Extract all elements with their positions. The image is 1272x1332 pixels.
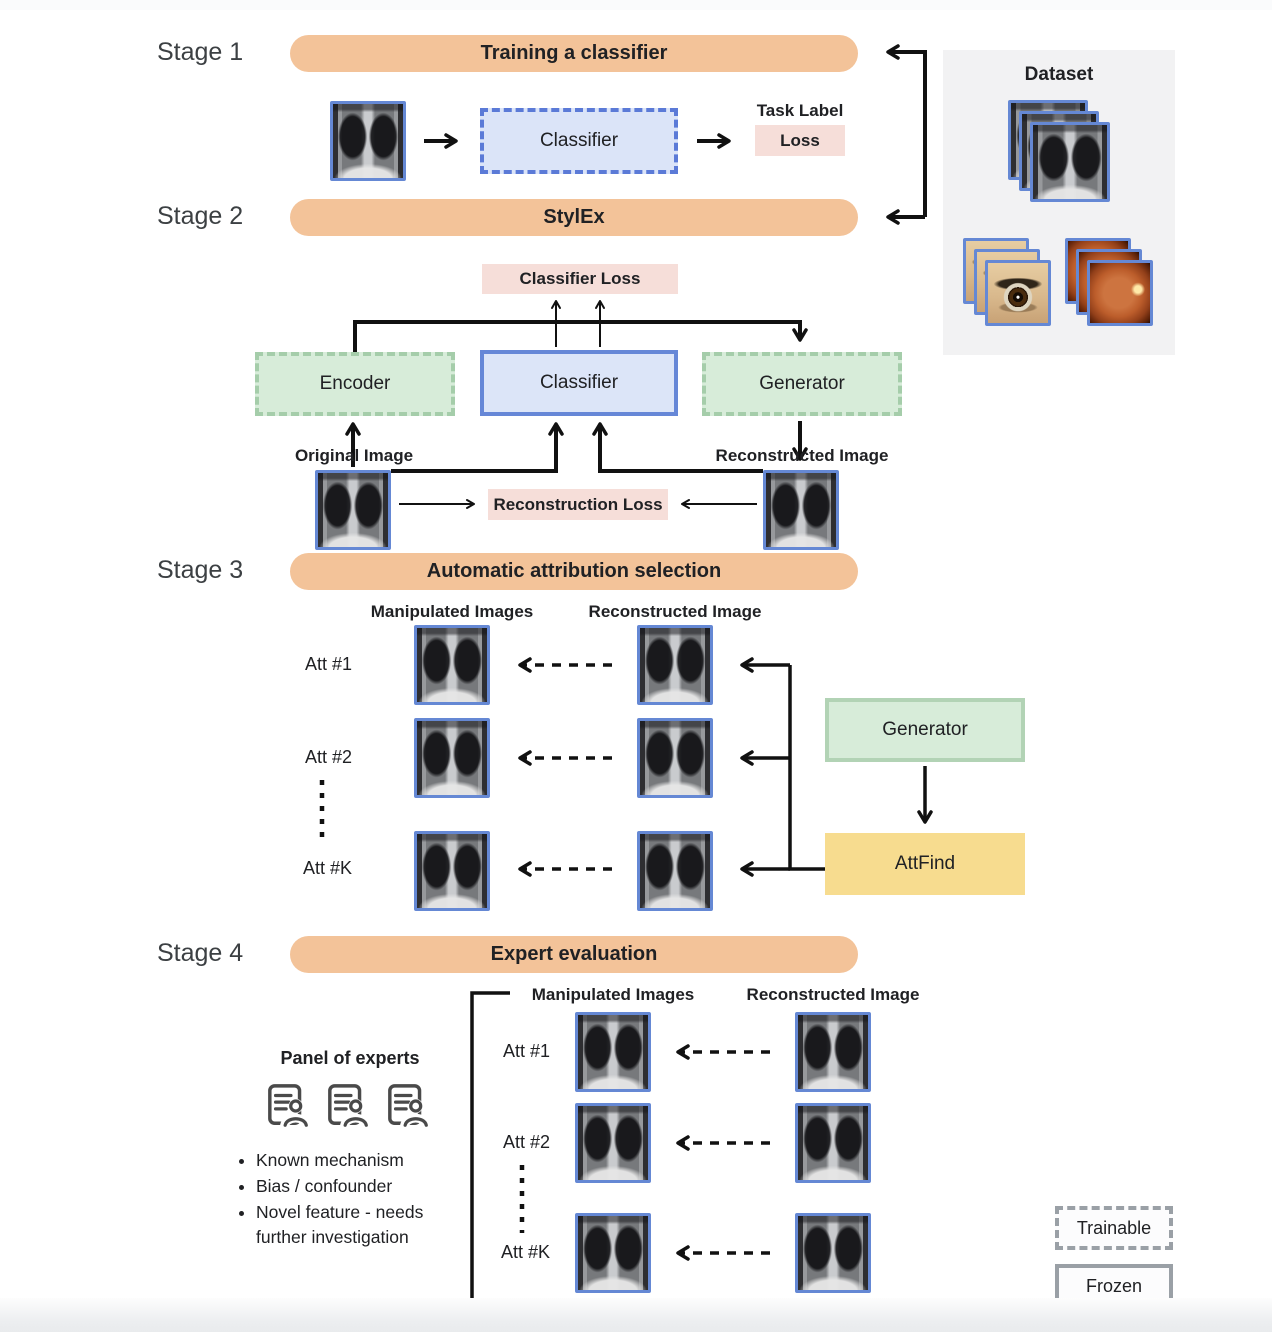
expert-finding-bullet-list: Known mechanism Bias / confounder Novel … [238, 1148, 460, 1251]
original-chest-xray-image [315, 470, 391, 550]
stage3-att2-label: Att #2 [304, 747, 352, 767]
stage4-manipulated-xray-row2 [575, 1103, 651, 1183]
reconstructed-image-label: Reconstructed Image [715, 446, 889, 465]
stage4-reconstructed-xray-row2 [795, 1103, 871, 1183]
dataset-panel: Dataset [943, 50, 1175, 355]
legend-trainable-box: Trainable [1055, 1206, 1173, 1250]
stage4-reconstructed-header: Reconstructed Image [746, 985, 920, 1004]
stage4-manipulated-xray-row1 [575, 1012, 651, 1092]
dataset-title: Dataset [1024, 64, 1094, 85]
stage3-generator-box: Generator [825, 698, 1025, 762]
bullet-bias-confounder: Bias / confounder [256, 1174, 460, 1199]
stage2-title-pill: StylEx [290, 199, 858, 236]
stage3-reconstructed-xray-row2 [637, 718, 713, 798]
original-image-label: Original Image [294, 446, 414, 465]
stage3-manipulated-xray-row1 [414, 625, 490, 705]
panel-of-experts-title: Panel of experts [280, 1048, 420, 1068]
stage3-reconstructed-xray-row1 [637, 625, 713, 705]
stage4-attK-label: Att #K [500, 1242, 550, 1262]
reconstructed-chest-xray-image [763, 470, 839, 550]
stage3-attK-label: Att #K [302, 858, 352, 878]
stage4-att1-label: Att #1 [502, 1041, 550, 1061]
bottom-edge-strip [0, 1298, 1272, 1332]
stage3-manipulated-header: Manipulated Images [370, 602, 534, 621]
stage3-label: Stage 3 [157, 556, 244, 584]
stage1-label: Stage 1 [157, 38, 244, 66]
expert-report-person-icon [326, 1082, 372, 1135]
stage4-reconstructed-xray-rowK [795, 1213, 871, 1293]
stage3-title-pill: Automatic attribution selection [290, 553, 858, 590]
stage1-input-chest-xray-image [330, 101, 406, 181]
stacked-chest-xray-image [1030, 122, 1110, 202]
stacked-eye-photo-image [985, 260, 1051, 326]
attfind-box: AttFind [825, 833, 1025, 895]
stage1-title-pill: Training a classifier [290, 35, 858, 72]
encoder-box: Encoder [255, 352, 455, 416]
stage3-reconstructed-xray-rowK [637, 831, 713, 911]
stage3-att1-label: Att #1 [304, 654, 352, 674]
stage3-manipulated-xray-rowK [414, 831, 490, 911]
stage2-generator-box: Generator [702, 352, 902, 416]
stage4-reconstructed-xray-row1 [795, 1012, 871, 1092]
expert-report-person-icon [386, 1082, 432, 1135]
stage4-manipulated-header: Manipulated Images [531, 985, 695, 1004]
stage2-label: Stage 2 [157, 202, 244, 230]
dataset-to-stages-arrows [886, 44, 927, 225]
bullet-known-mechanism: Known mechanism [256, 1148, 460, 1173]
stage4-title-pill: Expert evaluation [290, 936, 858, 973]
expert-report-person-icon [266, 1082, 312, 1135]
stage3-manipulated-xray-row2 [414, 718, 490, 798]
classifier-loss-box: Classifier Loss [482, 264, 678, 294]
bullet-novel-feature: Novel feature - needs further investigat… [256, 1200, 460, 1250]
stage1-loss-box: Loss [755, 125, 845, 156]
stacked-retina-image [1087, 260, 1153, 326]
stage1-classifier-box: Classifier [480, 108, 678, 174]
stage4-att2-label: Att #2 [502, 1132, 550, 1152]
stage3-reconstructed-header: Reconstructed Image [588, 602, 762, 621]
task-label-text: Task Label [756, 101, 844, 120]
stage4-manipulated-xray-rowK [575, 1213, 651, 1293]
reconstruction-loss-box: Reconstruction Loss [488, 489, 668, 520]
top-edge-strip [0, 0, 1272, 10]
stage2-classifier-box: Classifier [480, 350, 678, 416]
stage4-label: Stage 4 [157, 939, 244, 967]
